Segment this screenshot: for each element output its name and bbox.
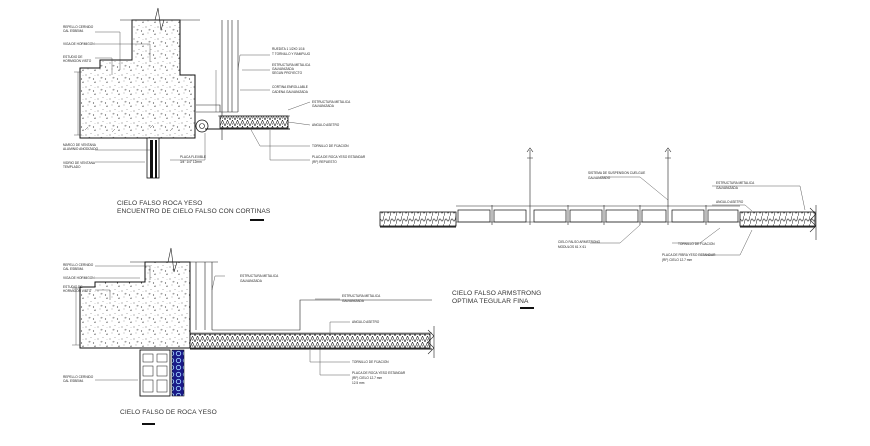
detail-b-hanger-rod [526,147,534,205]
label: GALVANIZADA [272,67,295,71]
label: PLACA DE FIBRA YESO ESTANDAR [662,253,716,257]
detail-c-glass-block [171,349,185,397]
label: (RF) CIELO 12.7 mm [352,376,382,380]
label: VIGA DE HORMIGON [63,276,95,280]
label: TEMPLADO [63,165,81,169]
label: HORMIGON VISTO [63,289,92,293]
detail-a [74,7,311,221]
label: CAL ESBEMA [63,29,84,33]
label: SISTEMA DE SUSPENSION CUELGUE [588,171,645,175]
detail-c-labels: REPELLO CERNIDO CAL ESBEMA VIGA DE HORMI… [63,263,406,416]
detail-a-scale-bar [250,219,264,221]
label: CORTINA ENROLLABLE [272,85,308,89]
detail-b-scale-bar [520,307,534,309]
label: 12.5 mm [352,381,365,385]
label: VIGA DE HORMIGON [63,42,95,46]
label: ESTUDIO DE [63,285,82,289]
detail-b-hanger-rod [664,147,672,205]
label: PLACA FLEXIBLE [180,155,206,159]
label: ESTUDIO DE [63,55,82,59]
label: CAL ESBEMA [63,379,84,383]
detail-a-labels: REPELLO CERNIDO CAL ESBEMA VIGA DE HORMI… [63,25,366,215]
label: ESTRUCTURA METALICA [272,63,311,67]
label: ESTRUCTURA METALICA [312,100,351,104]
label: ALUMINIO ANODIZADO [63,147,99,151]
label: GALVANIZADA [716,186,739,190]
label: ANGULO ASETRO [312,123,340,127]
label: ANGULO ASETRO [352,320,380,324]
detail-a-ceiling-board [219,115,289,129]
label: MODULOS 61 X 61 [558,245,586,249]
detail-a-concrete-beam [79,19,196,139]
label: 3/4" 1/4" 12mm [180,160,202,164]
detail-c-scale-bar [142,423,155,425]
label: TORNILLO DE FIJACION [678,242,715,246]
detail-c-ceiling-board [189,333,431,349]
label: TORNILLO DE FIJACION [312,144,349,148]
label: GALVANIZADO [588,176,611,180]
label: CADENA GALVANIZADA [272,90,309,94]
detail-b-title-line1: CIELO FALSO ARMSTRONG [452,290,541,297]
detail-a-title-line1: CIELO FALSO ROCA YESO [117,200,203,207]
label: RUEDITA 1 1/2X0 1/16 [272,47,305,51]
detail-c-door [139,349,171,397]
label: CAL ESBEMA [63,267,84,271]
detail-b [379,147,817,309]
label: REPELLO CERNIDO [63,25,94,29]
detail-b-armstrong-tiles [456,205,740,225]
label: ESTRUCTURA METALICA [240,274,279,278]
detail-b-labels: SISTEMA DE SUSPENSION CUELGUE GALVANIZAD… [452,171,755,305]
label: CIELO FALSO ARMSTRONG [558,240,601,244]
label: GALVANIZADA [312,104,335,108]
detail-a-curtain-roll [195,119,209,133]
label: ESTRUCTURA METALICA [716,181,755,185]
label: MARCO DE VENTANA [63,143,97,147]
detail-c-title: CIELO FALSO DE ROCA YESO [120,409,217,416]
label: VIDRIO DE VENTANA [63,161,96,165]
label: ANGULO ASETRO [716,200,744,204]
label: PLACA DE ROCA YESO ESTANDAR [312,155,366,159]
label: (RF) CIELO 12.7 mm [662,258,692,262]
label: (RF) REPUESTO [312,160,337,164]
detail-a-title-line2: ENCUENTRO DE CIELO FALSO CON CORTINAS [117,208,271,215]
label: SEGUN PROYECTO [272,71,303,75]
label: GALVANIZADA [342,299,365,303]
label: GALVANIZADA [240,279,263,283]
label: REPELLO CERNIDO [63,263,94,267]
detail-a-break-line [120,7,200,31]
label: TORNILLO DE FIJACION [352,360,389,364]
detail-b-title-line2: OPTIMA TEGULAR FINA [452,298,529,305]
label: T TORNILLO Y RAMPLUG [272,52,311,56]
label: ESTRUCTURA METALICA [342,294,381,298]
detail-c [72,247,435,425]
detail-c-concrete-beam [79,261,191,349]
label: REPELLO CERNIDO [63,375,94,379]
label: PLACA DE ROCA YESO ESTANDAR [352,371,406,375]
label: HORMIGON VISTO [63,59,92,63]
